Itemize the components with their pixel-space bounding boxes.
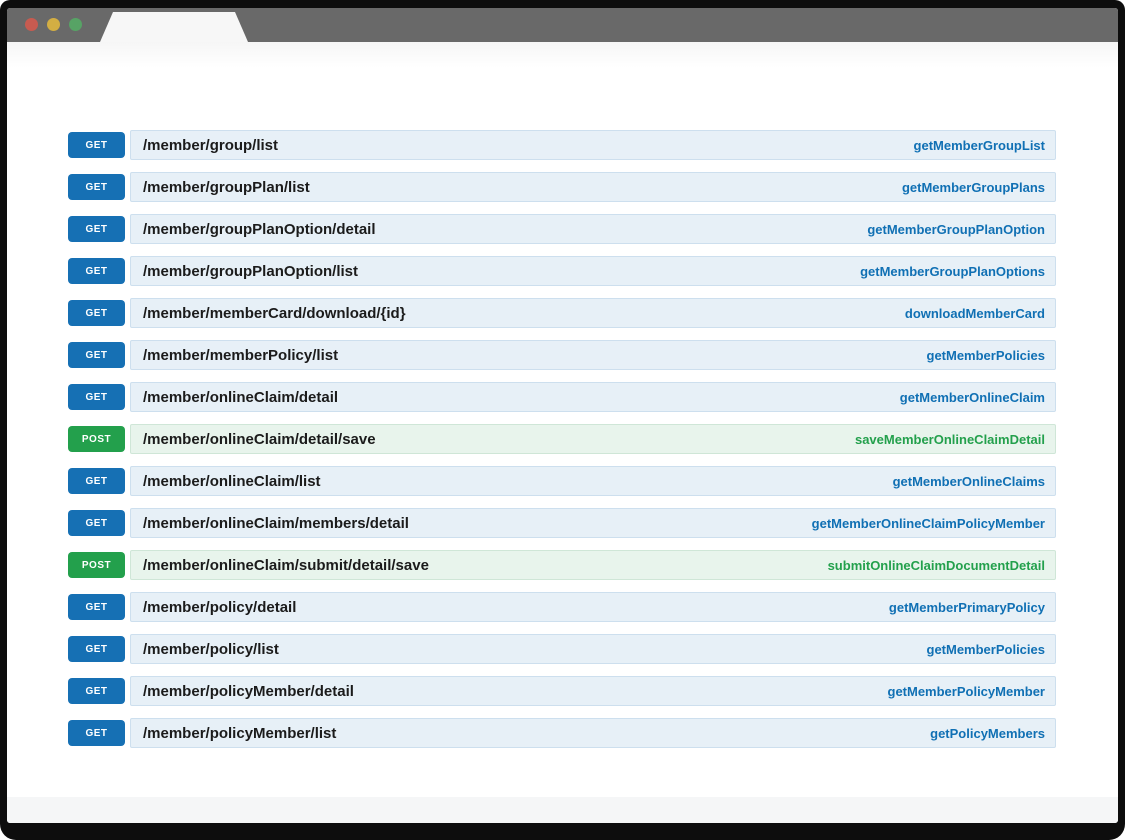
endpoint-heading[interactable]: /member/groupPlanOption/detail getMember… (130, 214, 1056, 244)
toolbar-area (7, 42, 1118, 68)
operation-link[interactable]: getMemberOnlineClaimPolicyMember (811, 515, 1045, 531)
http-method-badge[interactable]: GET (68, 258, 125, 284)
http-method-badge[interactable]: POST (68, 426, 125, 452)
http-method-badge[interactable]: GET (68, 720, 125, 746)
endpoint-heading[interactable]: /member/onlineClaim/detail getMemberOnli… (130, 382, 1056, 412)
endpoint-path[interactable]: /member/onlineClaim/members/detail (143, 514, 409, 532)
maximize-button[interactable] (69, 18, 82, 31)
operation-link[interactable]: getMemberOnlineClaims (892, 473, 1045, 489)
endpoint-path[interactable]: /member/policy/list (143, 640, 279, 658)
endpoint-row: GET /member/policyMember/list getPolicyM… (68, 718, 1056, 748)
operation-link[interactable]: getMemberGroupList (913, 137, 1045, 153)
endpoint-path[interactable]: /member/policyMember/detail (143, 682, 354, 700)
endpoint-heading[interactable]: /member/group/list getMemberGroupList (130, 130, 1056, 160)
http-method-badge[interactable]: GET (68, 174, 125, 200)
endpoint-row: GET /member/memberCard/download/{id} dow… (68, 298, 1056, 328)
endpoint-path[interactable]: /member/memberPolicy/list (143, 346, 339, 364)
browser-tab[interactable] (100, 12, 248, 42)
endpoint-heading[interactable]: /member/groupPlanOption/list getMemberGr… (130, 256, 1056, 286)
endpoint-row: GET /member/memberPolicy/list getMemberP… (68, 340, 1056, 370)
browser-titlebar (7, 8, 1118, 42)
browser-window: GET /member/group/list getMemberGroupLis… (7, 8, 1118, 823)
close-button[interactable] (25, 18, 38, 31)
endpoint-row: GET /member/onlineClaim/members/detail g… (68, 508, 1056, 538)
http-method-badge[interactable]: GET (68, 468, 125, 494)
endpoint-list: GET /member/group/list getMemberGroupLis… (68, 130, 1056, 748)
endpoint-row: GET /member/group/list getMemberGroupLis… (68, 130, 1056, 160)
operation-link[interactable]: getPolicyMembers (930, 725, 1045, 741)
endpoint-row: GET /member/onlineClaim/detail getMember… (68, 382, 1056, 412)
operation-link[interactable]: getMemberPolicyMember (887, 683, 1046, 699)
endpoint-heading[interactable]: /member/policy/list getMemberPolicies (130, 634, 1056, 664)
endpoint-row: GET /member/policy/detail getMemberPrima… (68, 592, 1056, 622)
endpoint-path[interactable]: /member/policy/detail (143, 598, 297, 616)
endpoint-row: POST /member/onlineClaim/detail/save sav… (68, 424, 1056, 454)
endpoint-path[interactable]: /member/policyMember/list (143, 724, 337, 742)
operation-link[interactable]: getMemberOnlineClaim (899, 389, 1045, 405)
endpoint-path[interactable]: /member/groupPlanOption/detail (143, 220, 376, 238)
endpoint-heading[interactable]: /member/policyMember/list getPolicyMembe… (130, 718, 1056, 748)
endpoint-path[interactable]: /member/onlineClaim/detail (143, 388, 339, 406)
endpoint-row: POST /member/onlineClaim/submit/detail/s… (68, 550, 1056, 580)
endpoint-heading[interactable]: /member/onlineClaim/list getMemberOnline… (130, 466, 1056, 496)
endpoint-path[interactable]: /member/onlineClaim/submit/detail/save (143, 556, 429, 574)
operation-link[interactable]: getMemberGroupPlanOptions (860, 263, 1045, 279)
endpoint-row: GET /member/groupPlan/list getMemberGrou… (68, 172, 1056, 202)
endpoint-row: GET /member/onlineClaim/list getMemberOn… (68, 466, 1056, 496)
window-controls (25, 18, 82, 31)
page-content: GET /member/group/list getMemberGroupLis… (7, 68, 1118, 797)
endpoint-heading[interactable]: /member/policyMember/detail getMemberPol… (130, 676, 1056, 706)
endpoint-path[interactable]: /member/memberCard/download/{id} (143, 304, 406, 322)
minimize-button[interactable] (47, 18, 60, 31)
http-method-badge[interactable]: GET (68, 636, 125, 662)
http-method-badge[interactable]: GET (68, 342, 125, 368)
operation-link[interactable]: getMemberGroupPlans (901, 179, 1045, 195)
endpoint-heading[interactable]: /member/memberCard/download/{id} downloa… (130, 298, 1056, 328)
endpoint-row: GET /member/groupPlanOption/list getMemb… (68, 256, 1056, 286)
endpoint-heading[interactable]: /member/onlineClaim/submit/detail/save s… (130, 550, 1056, 580)
endpoint-path[interactable]: /member/onlineClaim/list (143, 472, 321, 490)
operation-link[interactable]: getMemberPolicies (926, 641, 1046, 657)
http-method-badge[interactable]: GET (68, 132, 125, 158)
endpoint-row: GET /member/groupPlanOption/detail getMe… (68, 214, 1056, 244)
http-method-badge[interactable]: GET (68, 510, 125, 536)
endpoint-path[interactable]: /member/group/list (143, 136, 279, 154)
http-method-badge[interactable]: GET (68, 678, 125, 704)
endpoint-path[interactable]: /member/onlineClaim/detail/save (143, 430, 376, 448)
endpoint-row: GET /member/policyMember/detail getMembe… (68, 676, 1056, 706)
operation-link[interactable]: getMemberPrimaryPolicy (888, 599, 1045, 615)
endpoint-path[interactable]: /member/groupPlanOption/list (143, 262, 359, 280)
http-method-badge[interactable]: GET (68, 216, 125, 242)
http-method-badge[interactable]: POST (68, 552, 125, 578)
endpoint-heading[interactable]: /member/memberPolicy/list getMemberPolic… (130, 340, 1056, 370)
operation-link[interactable]: getMemberGroupPlanOption (867, 221, 1045, 237)
endpoint-heading[interactable]: /member/onlineClaim/detail/save saveMemb… (130, 424, 1056, 454)
endpoint-heading[interactable]: /member/policy/detail getMemberPrimaryPo… (130, 592, 1056, 622)
operation-link[interactable]: submitOnlineClaimDocumentDetail (827, 557, 1045, 573)
operation-link[interactable]: getMemberPolicies (926, 347, 1046, 363)
http-method-badge[interactable]: GET (68, 594, 125, 620)
endpoint-heading[interactable]: /member/groupPlan/list getMemberGroupPla… (130, 172, 1056, 202)
endpoint-heading[interactable]: /member/onlineClaim/members/detail getMe… (130, 508, 1056, 538)
operation-link[interactable]: saveMemberOnlineClaimDetail (854, 431, 1045, 447)
endpoint-row: GET /member/policy/list getMemberPolicie… (68, 634, 1056, 664)
http-method-badge[interactable]: GET (68, 384, 125, 410)
operation-link[interactable]: downloadMemberCard (904, 305, 1045, 321)
status-bar (7, 797, 1118, 823)
endpoint-path[interactable]: /member/groupPlan/list (143, 178, 310, 196)
http-method-badge[interactable]: GET (68, 300, 125, 326)
